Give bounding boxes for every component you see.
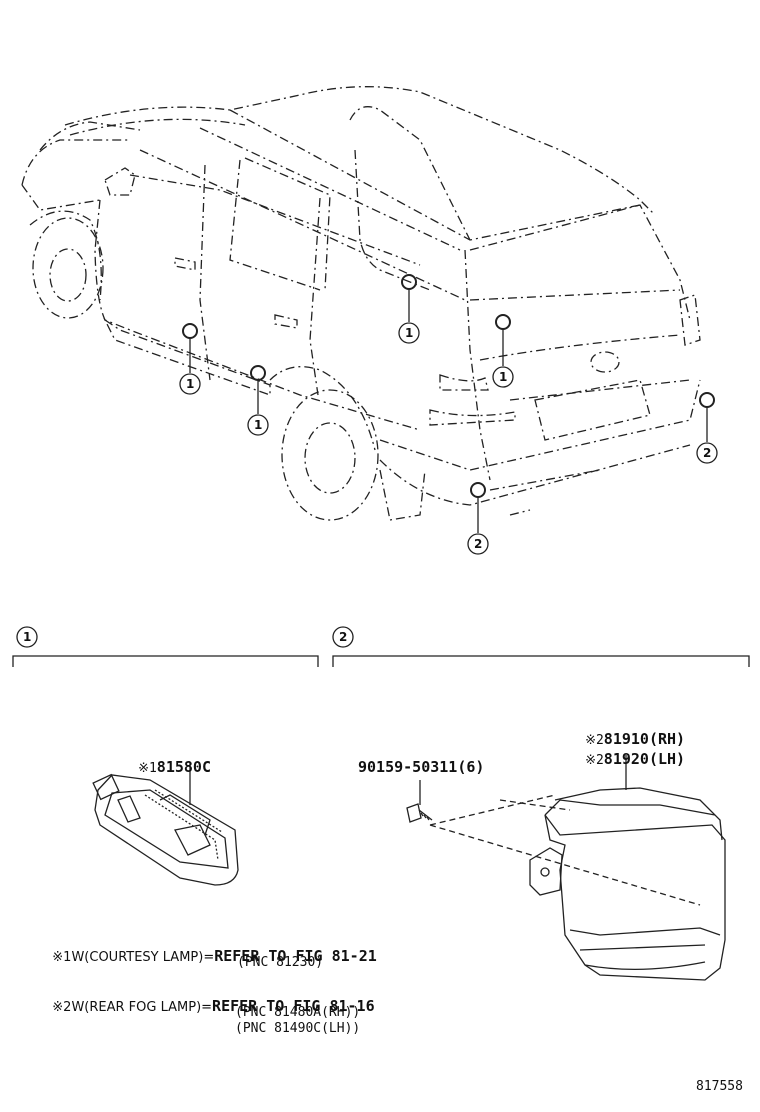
note-mark: ※2 xyxy=(52,1000,72,1015)
part-label-courtesy-lamp[interactable]: ※181580C xyxy=(120,745,211,776)
note-label: W(REAR FOG LAMP)= xyxy=(71,1000,213,1015)
callout-number-1b: 1 xyxy=(186,377,195,391)
note-reference[interactable]: REFER TO FIG 81-21 xyxy=(214,947,377,965)
vehicle-callouts xyxy=(179,274,718,555)
part-number: 81910(RH) xyxy=(603,730,686,748)
part-mark: ※2 xyxy=(585,753,604,768)
part-mark: ※2 xyxy=(585,733,604,748)
screw-drawing xyxy=(406,780,433,823)
callout-number-2b: 2 xyxy=(474,537,483,551)
vehicle-outline xyxy=(21,86,701,521)
note-reference[interactable]: REFER TO FIG 81-16 xyxy=(212,997,375,1015)
note-mark: ※1 xyxy=(52,950,72,965)
note-courtesy-pnc: (PNC 81230) xyxy=(237,955,324,970)
fog-lamp-drawing xyxy=(429,755,726,981)
note-fog-pnc-rh: (PNC 81480A(RH)) xyxy=(235,1005,361,1020)
part-number: 81580C xyxy=(156,758,211,776)
note-courtesy-lamp: ※1W(COURTESY LAMP)=REFER TO FIG 81-21 xyxy=(44,936,377,965)
courtesy-lamp-drawing xyxy=(92,763,239,886)
note-label: W(COURTESY LAMP)= xyxy=(71,950,215,965)
callout-number-1a: 1 xyxy=(405,326,414,340)
part-label-fog-lamp-lh[interactable]: ※281920(LH) xyxy=(567,737,686,768)
part-mark: ※1 xyxy=(138,761,157,776)
part-label-screw[interactable]: 90159-50311(6) xyxy=(358,758,485,776)
callout-number-1c: 1 xyxy=(254,418,263,432)
part-number: 81920(LH) xyxy=(603,750,686,768)
figure-id: 817558 xyxy=(696,1079,743,1094)
note-fog-lamp: ※2W(REAR FOG LAMP)=REFER TO FIG 81-16 xyxy=(44,986,375,1015)
part-label-fog-lamp-rh[interactable]: ※281910(RH) xyxy=(567,717,686,748)
section-brackets xyxy=(12,626,750,667)
section-number-2: 2 xyxy=(339,630,348,644)
callout-number-1d: 1 xyxy=(499,370,508,384)
section-number-1: 1 xyxy=(23,630,32,644)
callout-number-2a: 2 xyxy=(703,446,712,460)
note-fog-pnc-lh: (PNC 81490C(LH)) xyxy=(235,1021,361,1036)
